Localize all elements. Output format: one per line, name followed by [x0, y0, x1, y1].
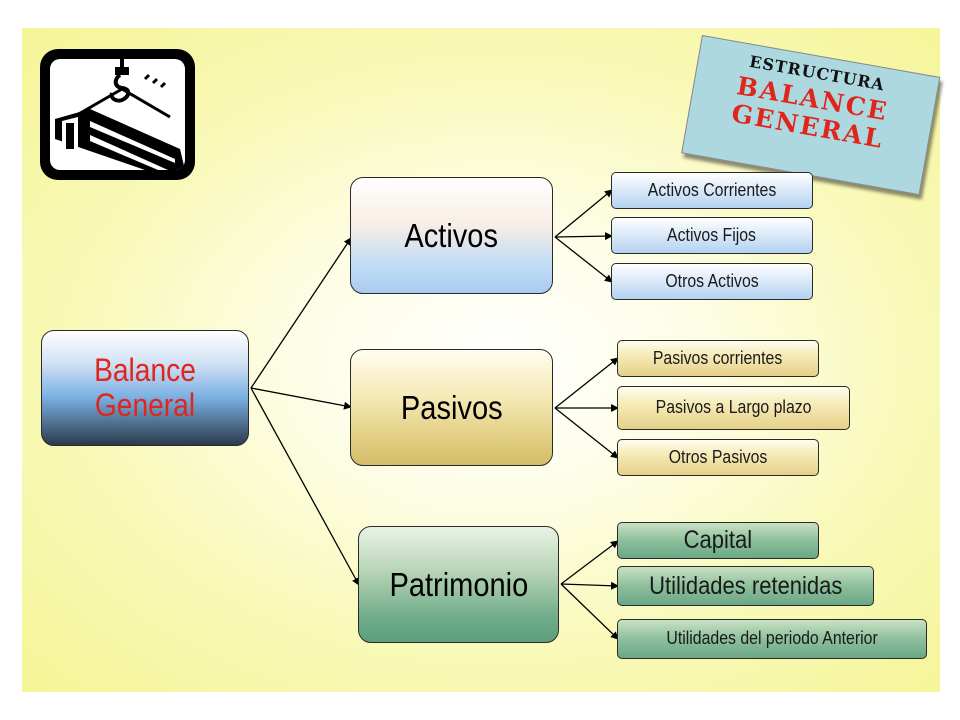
- node-utilidades-periodo-anterior: Utilidades del periodo Anterior: [617, 619, 927, 659]
- node-otros-activos: Otros Activos: [611, 263, 813, 300]
- node-pasivos-largo-plazo-label: Pasivos a Largo plazo: [655, 397, 812, 418]
- link-activos-3: [554, 236, 613, 283]
- node-activos-fijos: Activos Fijos: [611, 217, 813, 254]
- node-pasivos-corrientes-label: Pasivos corrientes: [653, 347, 783, 368]
- node-capital-label: Capital: [683, 526, 753, 554]
- node-pasivos-largo-plazo: Pasivos a Largo plazo: [617, 386, 850, 430]
- title-note: ESTRUCTURA BALANCE GENERAL: [681, 1, 941, 196]
- link-patrimonio-3: [560, 583, 619, 640]
- crane-hook-beam-icon: [40, 49, 195, 180]
- link-root-activos: [250, 237, 352, 389]
- node-otros-pasivos: Otros Pasivos: [617, 439, 819, 476]
- link-patrimonio-1: [560, 540, 619, 585]
- link-root-pasivos: [250, 387, 352, 410]
- node-utilidades-retenidas: Utilidades retenidas: [617, 566, 874, 606]
- node-patrimonio: Patrimonio: [358, 526, 559, 643]
- node-otros-pasivos-label: Otros Pasivos: [668, 446, 768, 467]
- node-activos-fijos-label: Activos Fijos: [667, 224, 757, 245]
- link-activos-1: [554, 189, 613, 238]
- node-balance-general: Balance General: [41, 330, 249, 446]
- link-activos-2: [554, 232, 613, 241]
- node-pasivos-corrientes: Pasivos corrientes: [617, 340, 819, 377]
- node-activos: Activos: [350, 177, 553, 294]
- node-patrimonio-label: Patrimonio: [389, 565, 528, 603]
- link-pasivos-1: [554, 357, 619, 409]
- link-root-patrimonio: [250, 387, 360, 586]
- node-activos-corrientes-label: Activos Corrientes: [647, 179, 777, 200]
- node-balance-general-label: Balance General: [94, 352, 196, 423]
- link-pasivos-3: [554, 407, 619, 459]
- node-otros-activos-label: Otros Activos: [665, 270, 759, 291]
- node-activos-corrientes: Activos Corrientes: [611, 172, 813, 209]
- link-patrimonio-2: [560, 581, 619, 590]
- node-activos-label: Activos: [404, 216, 499, 254]
- node-capital: Capital: [617, 522, 819, 559]
- node-utilidades-retenidas-label: Utilidades retenidas: [648, 571, 843, 600]
- node-pasivos: Pasivos: [350, 349, 553, 466]
- node-utilidades-periodo-anterior-label: Utilidades del periodo Anterior: [666, 628, 878, 649]
- node-pasivos-label: Pasivos: [400, 388, 503, 426]
